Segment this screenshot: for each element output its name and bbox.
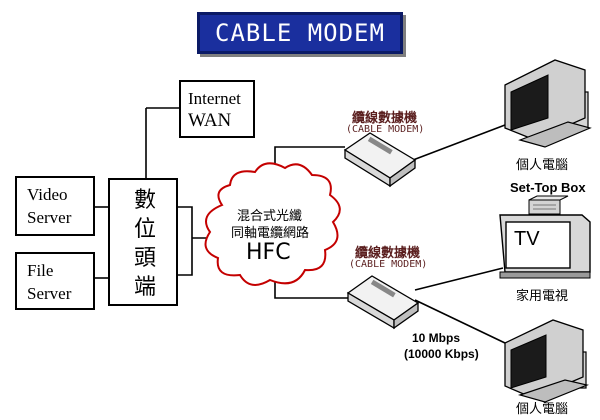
video-server-line2: Server — [27, 208, 72, 227]
speed-line2: (10000 Kbps) — [404, 347, 479, 361]
tv-label: 家用電視 — [516, 288, 569, 303]
internet-wan-line1: Internet — [188, 89, 241, 108]
modem-bottom-label: 纜線數據機 — [355, 245, 421, 260]
headend-char-2: 位 — [134, 216, 157, 241]
tv-device — [499, 214, 591, 279]
pc-top-device — [504, 59, 592, 148]
wire-headend-hfc — [178, 206, 193, 276]
set-top-box-device — [528, 195, 569, 215]
pc-bottom-device — [504, 319, 589, 403]
file-server-line1: File — [27, 261, 54, 280]
internet-wan-box: Internet WAN — [179, 80, 255, 138]
modem-top-sublabel: (CABLE MODEM) — [346, 124, 425, 135]
wire-modem-tv — [414, 267, 504, 291]
pc-bottom-label: 個人電腦 — [516, 401, 569, 416]
headend-char-3: 頭 — [134, 245, 157, 270]
modem-bottom-sublabel: (CABLE MODEM) — [349, 259, 428, 270]
set-top-box-label: Set-Top Box — [510, 180, 586, 195]
tv-screen-text: TV — [514, 228, 540, 250]
hfc-abbr: HFC — [246, 240, 291, 265]
file-server-line2: Server — [27, 284, 72, 303]
video-server-line1: Video — [27, 185, 68, 204]
cable-modem-top-device — [343, 132, 417, 188]
cable-modem-bottom-device — [346, 275, 420, 330]
wire-modem-pc-top — [412, 124, 506, 161]
title-banner: CABLE MODEM — [197, 12, 403, 54]
wire-modem-pc-bottom — [414, 299, 506, 344]
headend-box: 數 位 頭 端 — [108, 178, 178, 306]
headend-char-1: 數 — [134, 187, 157, 212]
headend-char-4: 端 — [134, 274, 157, 299]
internet-wan-line2: WAN — [188, 110, 232, 131]
hfc-line1: 混合式光纖 — [237, 208, 303, 223]
modem-top-label: 纜線數據機 — [352, 110, 418, 125]
hfc-line2: 同軸電纜網路 — [231, 225, 310, 240]
file-server-box: File Server — [15, 252, 95, 310]
speed-line1: 10 Mbps — [412, 331, 461, 345]
video-server-box: Video Server — [15, 176, 95, 236]
page-title: CABLE MODEM — [215, 19, 385, 47]
pc-top-label: 個人電腦 — [516, 157, 569, 172]
hfc-cloud — [204, 162, 341, 286]
